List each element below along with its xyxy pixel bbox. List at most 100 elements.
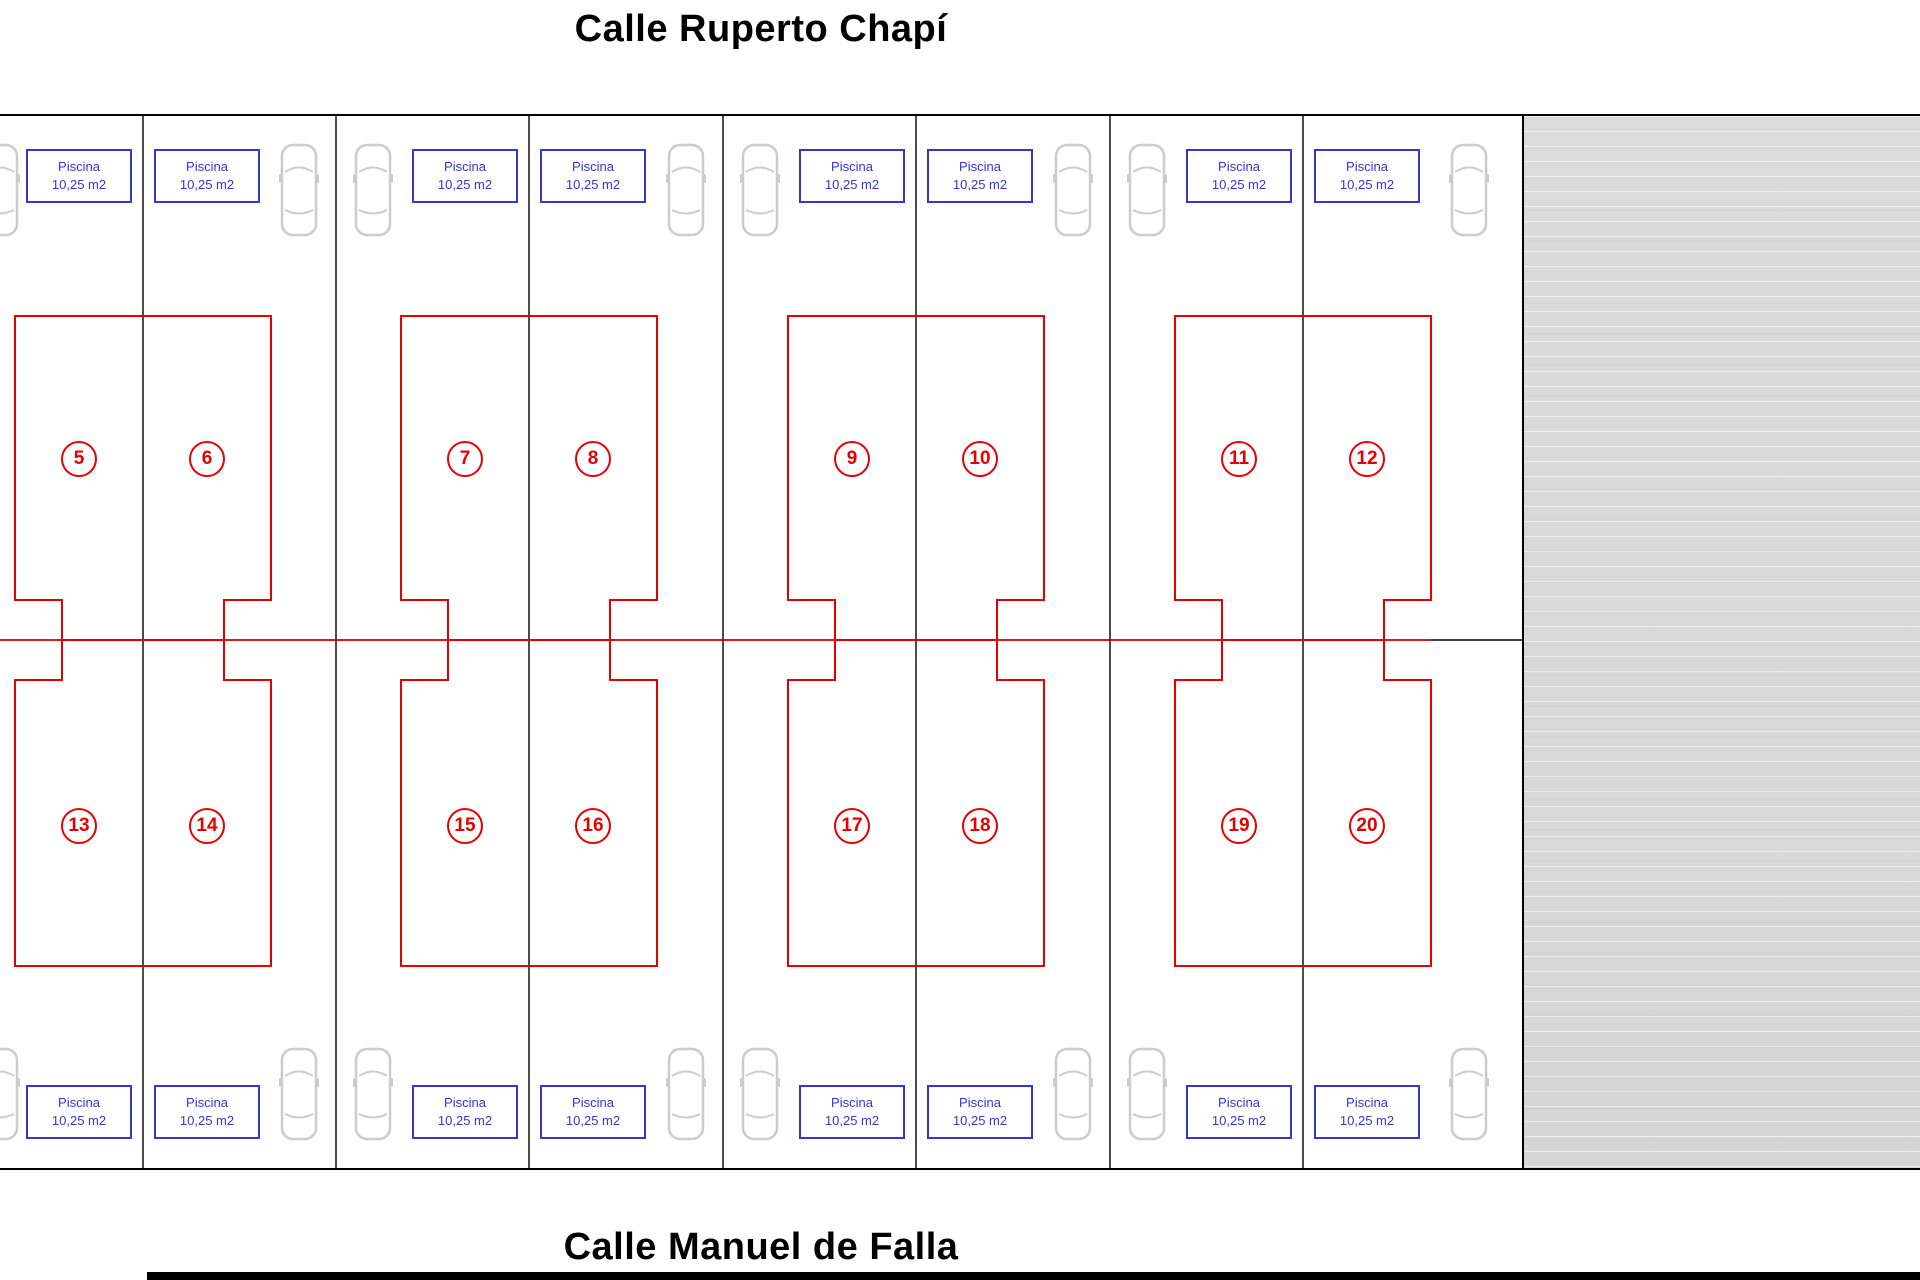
site-linework	[0, 116, 1522, 1168]
car-icon	[279, 1047, 319, 1141]
site-bottom-border	[0, 1168, 1920, 1170]
pool-label: Piscina	[186, 159, 228, 175]
car-icon	[1127, 1047, 1167, 1141]
parked-car	[1126, 142, 1168, 238]
pool-label: Piscina	[959, 1095, 1001, 1111]
building-outline	[1174, 639, 1432, 967]
parked-car	[352, 1046, 394, 1142]
plot-number-15: 15	[447, 808, 483, 844]
plot-number-6: 6	[189, 441, 225, 477]
car-icon	[1449, 143, 1489, 237]
pool-label: Piscina	[444, 159, 486, 175]
parked-car	[1052, 142, 1094, 238]
pool-area-label: 10,25 m2	[51, 1113, 107, 1128]
plot-number-17: 17	[834, 808, 870, 844]
parked-car	[739, 142, 781, 238]
car-icon	[1053, 1047, 1093, 1141]
pool-label: Piscina	[959, 159, 1001, 175]
pool-label: Piscina	[572, 1095, 614, 1111]
pool-box-plot-18: Piscina 10,25 m2	[927, 1085, 1033, 1139]
plot-number-14: 14	[189, 808, 225, 844]
plot-number-19: 19	[1221, 808, 1257, 844]
pool-label: Piscina	[1218, 159, 1260, 175]
car-icon	[666, 143, 706, 237]
car-icon	[0, 143, 20, 237]
pool-label: Piscina	[444, 1095, 486, 1111]
pool-area-label: 10,25 m2	[565, 177, 621, 192]
pool-box-plot-20: Piscina 10,25 m2	[1314, 1085, 1420, 1139]
pool-label: Piscina	[1346, 1095, 1388, 1111]
plot-number-10: 10	[962, 441, 998, 477]
pool-label: Piscina	[831, 1095, 873, 1111]
parked-car	[352, 142, 394, 238]
bottom-edge-bar	[147, 1272, 1920, 1280]
pool-label: Piscina	[186, 1095, 228, 1111]
car-icon	[666, 1047, 706, 1141]
parked-car	[1052, 1046, 1094, 1142]
street-title-bottom: Calle Manuel de Falla	[563, 1226, 959, 1268]
pool-box-plot-13: Piscina 10,25 m2	[26, 1085, 132, 1139]
pool-area-label: 10,25 m2	[1211, 1113, 1267, 1128]
pool-area-label: 10,25 m2	[952, 177, 1008, 192]
pool-area-label: 10,25 m2	[179, 1113, 235, 1128]
pool-area-label: 10,25 m2	[1339, 177, 1395, 192]
plot-number-20: 20	[1349, 808, 1385, 844]
plot-number-8: 8	[575, 441, 611, 477]
car-icon	[1053, 143, 1093, 237]
pool-area-label: 10,25 m2	[1339, 1113, 1395, 1128]
building-outline	[787, 639, 1045, 967]
plot-number-16: 16	[575, 808, 611, 844]
pool-area-label: 10,25 m2	[824, 177, 880, 192]
plot-number-12: 12	[1349, 441, 1385, 477]
adjacent-area	[1522, 116, 1920, 1168]
plot-number-7: 7	[447, 441, 483, 477]
plot-number-13: 13	[61, 808, 97, 844]
pool-box-plot-8: Piscina 10,25 m2	[540, 149, 646, 203]
parked-car	[665, 1046, 707, 1142]
pool-box-plot-17: Piscina 10,25 m2	[799, 1085, 905, 1139]
pool-area-label: 10,25 m2	[952, 1113, 1008, 1128]
pool-area-label: 10,25 m2	[179, 177, 235, 192]
car-icon	[353, 143, 393, 237]
pool-area-label: 10,25 m2	[437, 177, 493, 192]
building-outline	[400, 639, 658, 967]
car-icon	[353, 1047, 393, 1141]
car-icon	[1127, 143, 1167, 237]
parked-car	[278, 1046, 320, 1142]
pool-box-plot-14: Piscina 10,25 m2	[154, 1085, 260, 1139]
car-icon	[740, 1047, 780, 1141]
pool-area-label: 10,25 m2	[51, 177, 107, 192]
parked-car	[1448, 1046, 1490, 1142]
parked-car	[665, 142, 707, 238]
pool-box-plot-9: Piscina 10,25 m2	[799, 149, 905, 203]
pool-label: Piscina	[58, 1095, 100, 1111]
pool-box-plot-7: Piscina 10,25 m2	[412, 149, 518, 203]
parked-car	[1126, 1046, 1168, 1142]
plot-number-11: 11	[1221, 441, 1257, 477]
pool-box-plot-15: Piscina 10,25 m2	[412, 1085, 518, 1139]
parked-car	[1448, 142, 1490, 238]
pool-label: Piscina	[572, 159, 614, 175]
site-top-border	[0, 114, 1920, 116]
street-title-top: Calle Ruperto Chapí	[574, 8, 948, 50]
car-icon	[740, 143, 780, 237]
building-outline	[14, 639, 272, 967]
pool-label: Piscina	[1218, 1095, 1260, 1111]
pool-label: Piscina	[831, 159, 873, 175]
plot-number-18: 18	[962, 808, 998, 844]
car-icon	[1449, 1047, 1489, 1141]
pool-area-label: 10,25 m2	[824, 1113, 880, 1128]
car-icon	[279, 143, 319, 237]
parked-car	[0, 142, 21, 238]
pool-box-plot-19: Piscina 10,25 m2	[1186, 1085, 1292, 1139]
pool-box-plot-10: Piscina 10,25 m2	[927, 149, 1033, 203]
car-icon	[0, 1047, 20, 1141]
pool-area-label: 10,25 m2	[437, 1113, 493, 1128]
plot-number-9: 9	[834, 441, 870, 477]
